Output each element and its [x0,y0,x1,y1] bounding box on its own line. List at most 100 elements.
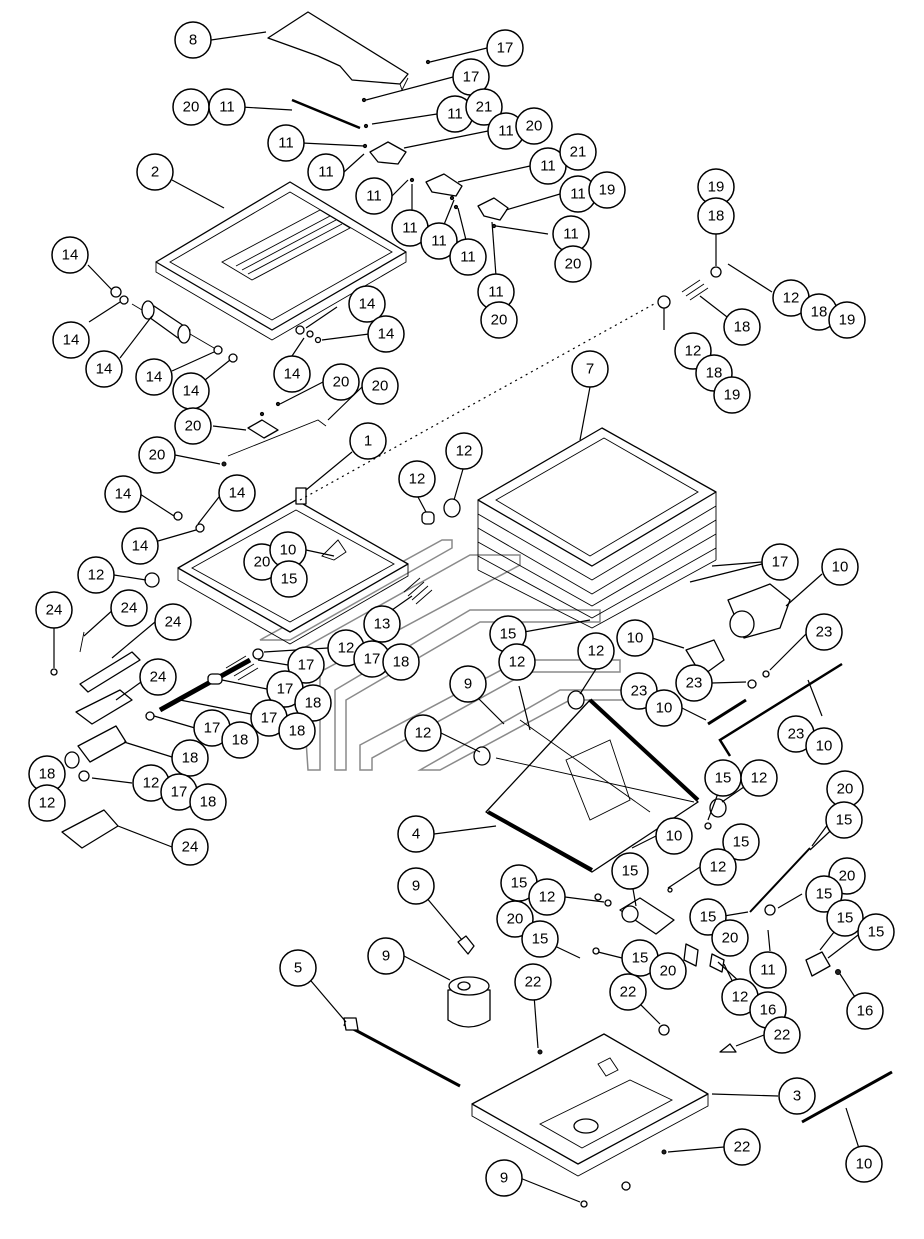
callout-11: 11 [449,238,487,276]
svg-text:18: 18 [182,750,199,767]
part-latch-plate [247,419,279,439]
svg-text:15: 15 [500,626,517,643]
callout-17: 17 [160,773,198,811]
callout-19: 20 [174,407,212,445]
callout-23: 23 [777,715,815,753]
part-cylinder-left [77,725,127,763]
svg-text:18: 18 [811,304,828,321]
callout-18: 18 [294,684,332,722]
callout-20: 19 [588,171,626,209]
callout-15: 15 [270,560,308,598]
svg-text:24: 24 [121,600,138,617]
callout-23: 23 [805,613,843,651]
callout-16: 17 [486,29,524,67]
svg-text:10: 10 [856,1156,873,1173]
callout-20: 20 [649,952,687,990]
callout-19: 20 [138,436,176,474]
svg-text:11: 11 [563,226,579,243]
svg-text:11: 11 [498,123,514,140]
callout-12: 12 [404,714,442,752]
callout-7: 7 [571,350,609,388]
svg-text:18: 18 [393,654,410,671]
svg-text:15: 15 [836,812,853,829]
callout-4: 4 [397,815,435,853]
svg-text:18: 18 [305,695,322,712]
svg-text:12: 12 [39,795,56,812]
svg-text:11: 11 [460,249,476,266]
svg-text:10: 10 [666,828,683,845]
svg-text:12: 12 [88,567,105,584]
svg-text:17: 17 [261,710,278,727]
callout-9: 9 [397,867,435,905]
svg-text:14: 14 [62,247,79,264]
callout-21: 21 [465,88,503,126]
callout-15: 15 [825,801,863,839]
callout-11: 11 [436,95,474,133]
svg-text:20: 20 [491,312,508,329]
callout-22: 22 [609,973,647,1011]
svg-text:15: 15 [532,931,549,948]
svg-text:14: 14 [284,366,301,383]
svg-text:17: 17 [364,651,381,668]
svg-text:17: 17 [298,657,315,674]
svg-text:18: 18 [200,794,217,811]
svg-text:14: 14 [359,296,376,313]
callout-11: 11 [552,215,590,253]
callout-24: 24 [110,589,148,627]
part-hinge-bracket-a [369,141,407,165]
svg-text:19: 19 [599,182,616,199]
svg-text:20: 20 [722,930,739,947]
callout-18: 18 [278,712,316,750]
callout-14: 14 [104,475,142,513]
svg-text:14: 14 [229,485,246,502]
svg-text:11: 11 [219,99,235,116]
callout-10: 10 [821,548,859,586]
callout-11: 11 [529,147,567,185]
svg-text:20: 20 [507,911,524,928]
callouts: 8 17 17 20 11 11 21 11 11 20 11 11 21 11… [28,21,895,1197]
part-hinge-bracket-c [477,197,509,221]
svg-text:22: 22 [620,984,637,1001]
callout-12: 12 [498,643,536,681]
callout-15: 15 [611,852,649,890]
callout-11: 11 [208,88,246,126]
callout-10: 10 [616,619,654,657]
svg-text:8: 8 [189,32,197,49]
callout-15: 15 [826,899,864,937]
svg-text:12: 12 [143,775,160,792]
svg-text:14: 14 [115,486,132,503]
svg-text:16: 16 [760,1002,777,1019]
svg-text:20: 20 [837,781,854,798]
callout-14: 14 [85,350,123,388]
callout-16: 17 [761,543,799,581]
callout-16: 17 [452,58,490,96]
callout-14: 14 [51,236,89,274]
callout-14: 14 [121,527,159,565]
callout-22: 22 [723,1128,761,1166]
svg-text:4: 4 [412,826,420,843]
callout-11: 11 [749,951,787,989]
svg-text:2: 2 [151,164,159,181]
svg-text:12: 12 [539,889,556,906]
callout-19: 20 [361,367,399,405]
callout-1: 1 [349,422,387,460]
svg-text:1: 1 [364,433,372,450]
svg-text:20: 20 [565,256,582,273]
callout-24: 24 [35,591,73,629]
svg-text:18: 18 [734,319,751,336]
svg-text:23: 23 [686,675,703,692]
callout-10: 10 [845,1145,883,1183]
callout-17: 18 [697,197,735,235]
svg-text:24: 24 [165,614,182,631]
callout-11: 11 [487,112,525,150]
svg-text:11: 11 [570,186,586,203]
svg-text:10: 10 [816,738,833,755]
callout-10: 10 [805,727,843,765]
svg-text:15: 15 [837,910,854,927]
svg-text:14: 14 [132,538,149,555]
svg-text:15: 15 [622,863,639,880]
svg-text:11: 11 [278,135,294,152]
callout-12: 12 [721,978,759,1016]
callout-21: 20 [172,88,210,126]
callout-10: 10 [645,689,683,727]
